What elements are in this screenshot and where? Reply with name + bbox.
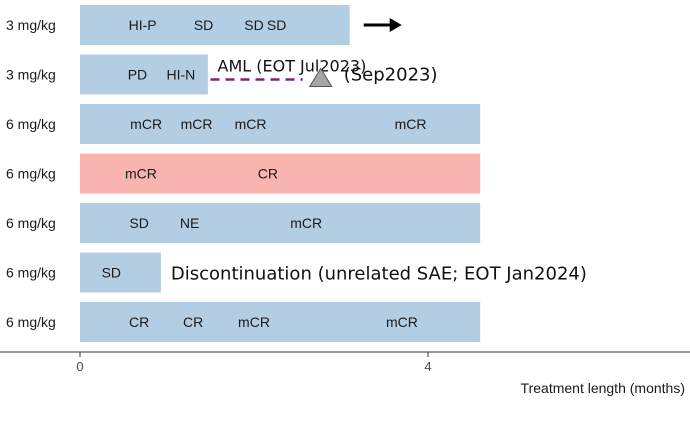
- response-label: CR: [258, 166, 278, 182]
- response-label: SD: [244, 17, 263, 33]
- ongoing-arrowhead: [389, 18, 402, 32]
- dose-label: 6 mg/kg: [6, 314, 56, 330]
- response-label: CR: [129, 314, 149, 330]
- response-label: HI-N: [167, 67, 196, 83]
- response-label: mCR: [130, 116, 162, 132]
- response-label: HI-P: [129, 17, 157, 33]
- response-label: CR: [183, 314, 203, 330]
- dose-label: 6 mg/kg: [6, 265, 56, 281]
- response-label: SD: [102, 265, 121, 281]
- response-label: SD: [194, 17, 213, 33]
- response-label: mCR: [238, 314, 270, 330]
- x-axis-title: Treatment length (months): [521, 380, 685, 396]
- patient-bar: [80, 203, 481, 243]
- response-label: PD: [128, 67, 147, 83]
- patient-bar: [80, 54, 208, 95]
- patient-bar: [80, 302, 481, 342]
- response-label: NE: [180, 215, 199, 231]
- response-label: mCR: [395, 116, 427, 132]
- aml-label: AML (EOT Jul2023): [218, 57, 367, 76]
- response-label: mCR: [290, 215, 322, 231]
- response-label: mCR: [386, 314, 418, 330]
- patient-bar: [80, 153, 481, 194]
- dose-label: 6 mg/kg: [6, 215, 56, 231]
- response-label: mCR: [181, 116, 213, 132]
- aml-date-label: (Sep2023): [344, 65, 438, 86]
- patient-bar: [80, 104, 481, 144]
- response-label: mCR: [235, 116, 267, 132]
- aml-triangle-marker: [308, 67, 333, 87]
- discontinuation-note: Discontinuation (unrelated SAE; EOT Jan2…: [171, 264, 587, 285]
- patient-bar: [80, 252, 161, 293]
- response-label: SD: [129, 215, 148, 231]
- response-label: mCR: [125, 166, 157, 182]
- patient-bar: [80, 5, 350, 45]
- dose-label: 3 mg/kg: [6, 67, 56, 83]
- response-label: SD: [267, 17, 286, 33]
- dose-label: 6 mg/kg: [6, 116, 56, 132]
- x-tick-label: 4: [424, 359, 431, 374]
- x-tick-label: 0: [76, 359, 83, 374]
- dose-label: 3 mg/kg: [6, 17, 56, 33]
- dose-label: 6 mg/kg: [6, 166, 56, 182]
- bars-layer: [80, 5, 481, 342]
